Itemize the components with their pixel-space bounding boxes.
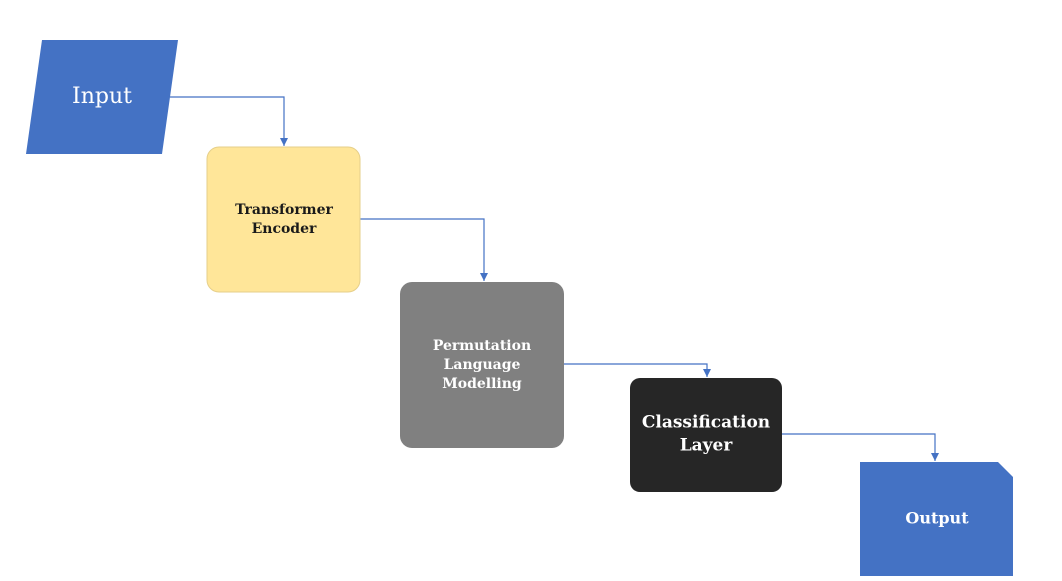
connector-classification-to-output [782, 433, 939, 461]
input-node: Input [26, 40, 178, 154]
input-shape [26, 40, 178, 154]
classification-layer-shape [630, 378, 782, 492]
output-node: Output [860, 462, 1013, 576]
permutation-language-modelling-shape [400, 282, 564, 448]
permutation-label-line-3: Modelling [442, 376, 522, 392]
classification-label-line-2: Layer [680, 436, 734, 456]
connector-encoder-to-permutation [360, 218, 488, 281]
output-shape [860, 462, 1013, 576]
permutation-language-modelling-node: Permutation Language Modelling [400, 282, 564, 448]
classification-label-line-1: Classification [642, 413, 770, 433]
transformer-encoder-label-line-2: Encoder [252, 221, 317, 237]
connector-permutation-to-classification [564, 363, 711, 377]
transformer-encoder-label-line-1: Transformer [235, 202, 333, 218]
input-label: Input [72, 84, 132, 109]
connector-input-to-encoder [170, 96, 288, 146]
transformer-encoder-node: Transformer Encoder [206, 146, 361, 293]
classification-layer-node: Classification Layer [630, 378, 782, 492]
output-label: Output [905, 509, 969, 528]
permutation-label-line-2: Language [444, 357, 521, 373]
permutation-label-line-1: Permutation [433, 338, 531, 354]
transformer-encoder-shape [206, 146, 361, 293]
